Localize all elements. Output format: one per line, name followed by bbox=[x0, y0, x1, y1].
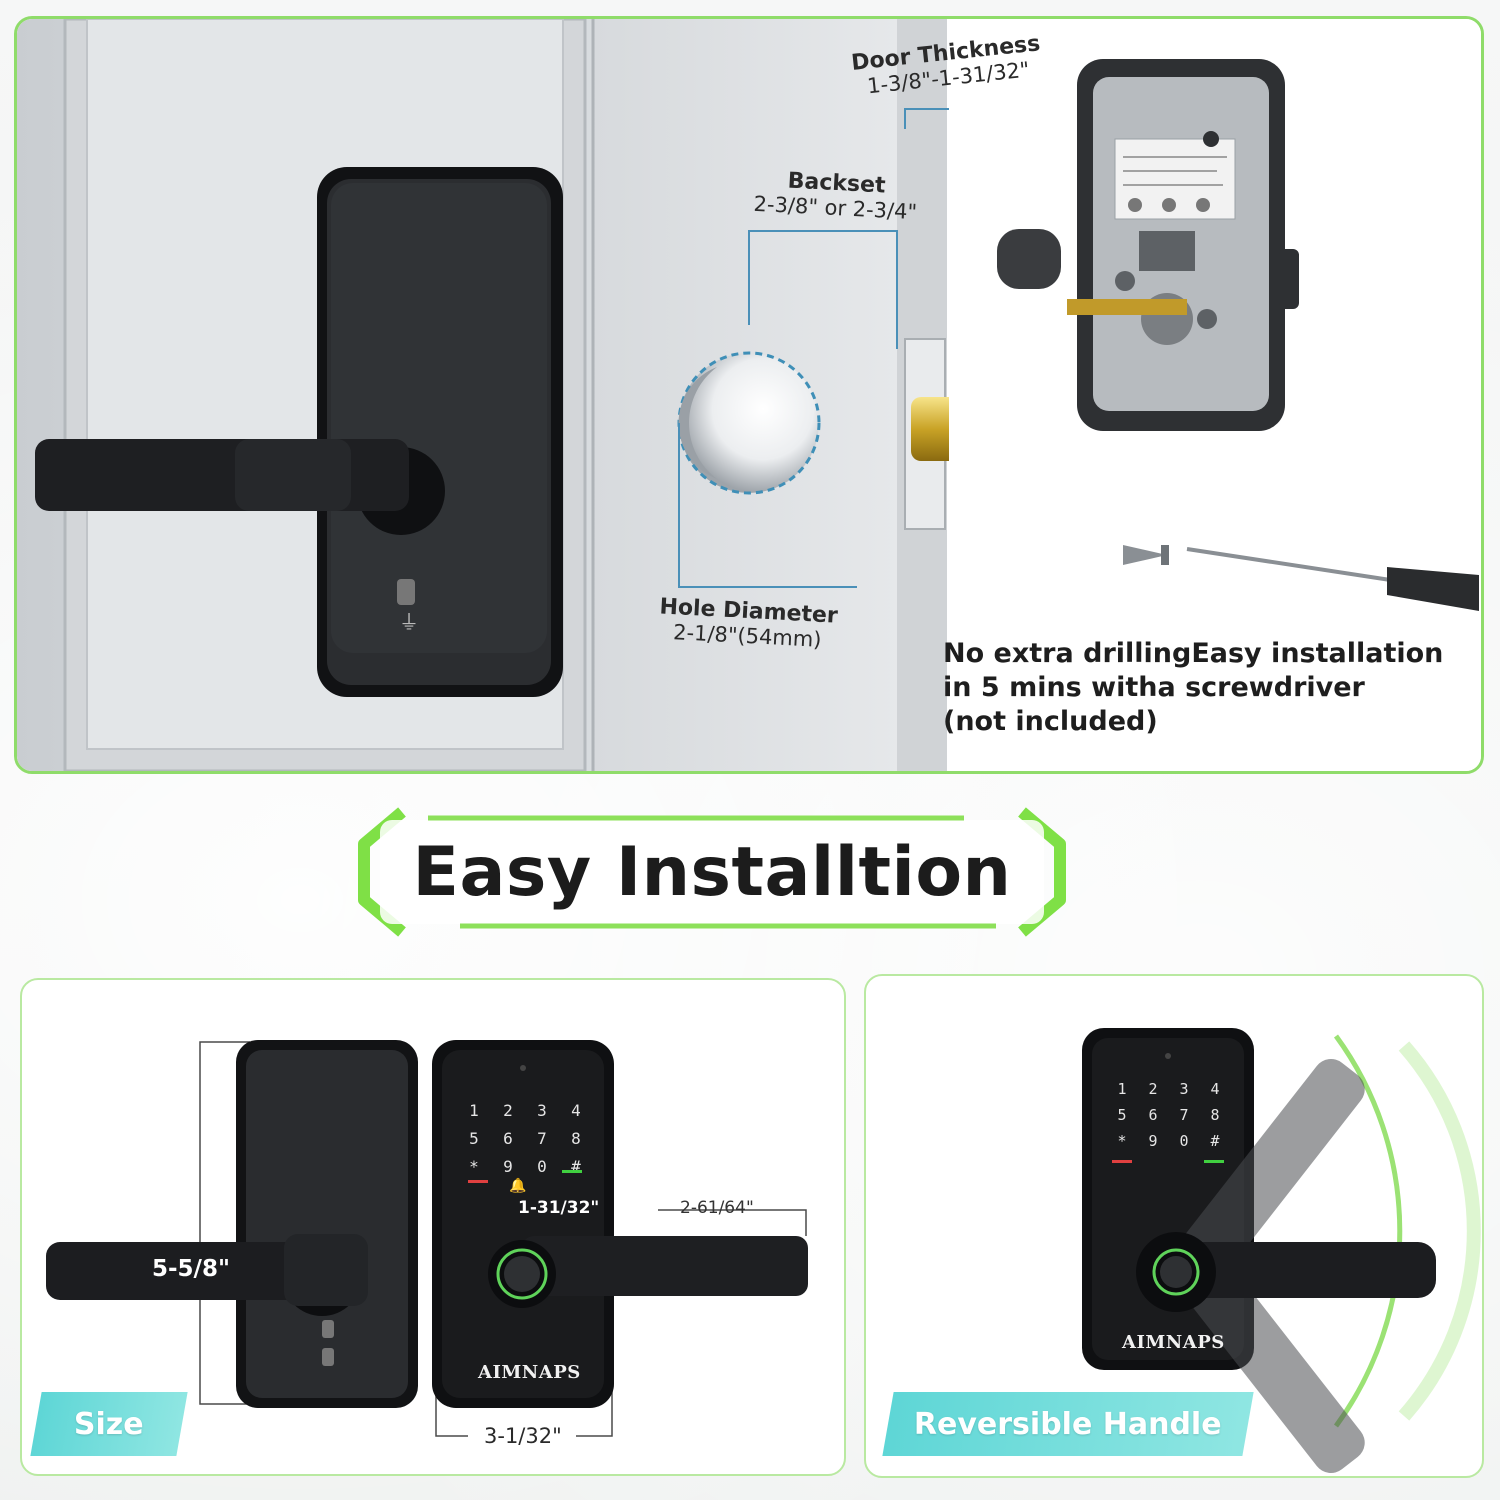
size-key-8[interactable]: 8 bbox=[571, 1129, 581, 1148]
reversible-key-star[interactable]: * bbox=[1117, 1132, 1126, 1150]
reversible-key-2[interactable]: 2 bbox=[1148, 1080, 1157, 1098]
reversible-illustration: 1 2 3 4 5 6 7 8 * 9 0 # bbox=[1082, 1028, 1481, 1473]
headline-frame bbox=[358, 807, 1066, 937]
reversible-key-hash[interactable]: # bbox=[1210, 1132, 1219, 1150]
size-key-9[interactable]: 9 bbox=[503, 1157, 513, 1176]
reversible-key-9[interactable]: 9 bbox=[1148, 1132, 1157, 1150]
size-key-1[interactable]: 1 bbox=[469, 1101, 479, 1120]
size-key-hash[interactable]: # bbox=[571, 1157, 581, 1176]
reversible-key-3[interactable]: 3 bbox=[1179, 1080, 1188, 1098]
size-key-3[interactable]: 3 bbox=[537, 1101, 547, 1120]
install-note-line-3: (not included) bbox=[943, 706, 1158, 737]
size-key-star[interactable]: * bbox=[469, 1157, 479, 1176]
size-key-4[interactable]: 4 bbox=[571, 1101, 581, 1120]
reversible-key-5[interactable]: 5 bbox=[1117, 1106, 1126, 1124]
installation-note: No extra drillingEasy installation in 5 … bbox=[943, 637, 1481, 739]
size-tag-label: Size bbox=[74, 1406, 144, 1442]
reversible-handle-tag: Reversible Handle bbox=[882, 1392, 1254, 1456]
reversible-keypad: 1 2 3 4 5 6 7 8 * 9 0 # bbox=[1117, 1080, 1219, 1150]
size-key-0[interactable]: 0 bbox=[537, 1157, 547, 1176]
size-key-7[interactable]: 7 bbox=[537, 1129, 547, 1148]
projection-label: 2-61/64" bbox=[680, 1198, 754, 1218]
install-note-line-2: in 5 mins witha screwdriver bbox=[943, 672, 1365, 703]
reversible-key-0[interactable]: 0 bbox=[1179, 1132, 1188, 1150]
brand-logo: AIMNAPS bbox=[1122, 1332, 1225, 1353]
hole-diameter-dimension: Hole Diameter 2-1/8"(54mm) bbox=[652, 594, 844, 653]
size-tag: Size bbox=[30, 1392, 188, 1456]
svg-text:🔔: 🔔 bbox=[509, 1177, 526, 1194]
reversible-key-7[interactable]: 7 bbox=[1179, 1106, 1188, 1124]
reversible-key-1[interactable]: 1 bbox=[1117, 1080, 1126, 1098]
brand-logo: AIMNAPS bbox=[478, 1362, 581, 1383]
size-keypad: 1 2 3 4 5 6 7 8 * 9 0 # bbox=[469, 1101, 581, 1176]
headline-text: Easy Installtion bbox=[412, 832, 1012, 912]
svg-text:⏚: ⏚ bbox=[399, 610, 419, 634]
reversible-key-8[interactable]: 8 bbox=[1210, 1106, 1219, 1124]
size-illustration: 1 2 3 4 5 6 7 8 * 9 0 # 🔔 bbox=[46, 1040, 808, 1437]
size-key-2[interactable]: 2 bbox=[503, 1101, 513, 1120]
reversible-key-6[interactable]: 6 bbox=[1148, 1106, 1157, 1124]
reversible-handle-tag-label: Reversible Handle bbox=[914, 1406, 1222, 1442]
size-key-6[interactable]: 6 bbox=[503, 1129, 513, 1148]
width-label: 3-1/32" bbox=[484, 1424, 562, 1448]
size-key-5[interactable]: 5 bbox=[469, 1129, 479, 1148]
depth-label: 1-31/32" bbox=[518, 1198, 600, 1218]
handle-length-label: 5-5/8" bbox=[152, 1256, 230, 1282]
front-lock-illustration: ⏚ bbox=[35, 167, 563, 697]
install-note-line-1: No extra drillingEasy installation bbox=[943, 638, 1444, 669]
reversible-key-4[interactable]: 4 bbox=[1210, 1080, 1219, 1098]
headline-banner: Easy Installtion bbox=[344, 804, 1080, 940]
installation-panel: ⏚ Door Thickness 1-3/8"-1-31/32" Backset… bbox=[14, 16, 1484, 774]
